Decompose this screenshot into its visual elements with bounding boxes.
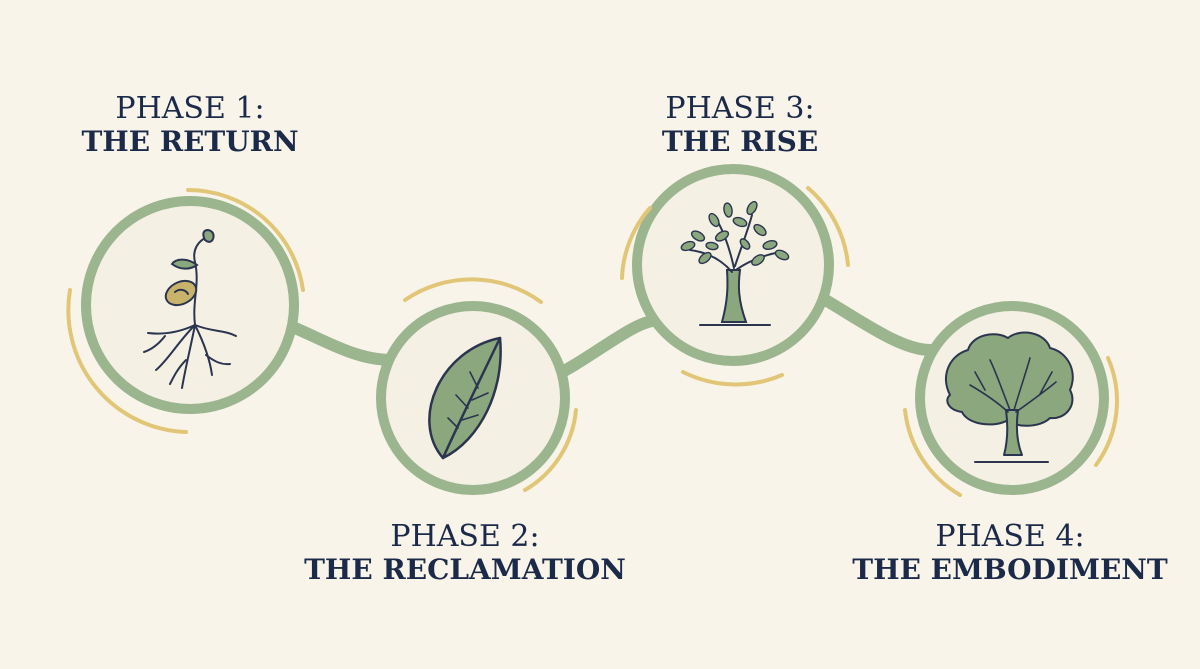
phase-4-label: PHASE 4: THE EMBODIMENT <box>830 520 1190 585</box>
phase-2-accent-arc <box>403 277 543 304</box>
phase-2-accent-arc-2 <box>523 408 578 492</box>
mature-tree-icon <box>945 331 1074 463</box>
phase-1-accent-arc-2 <box>66 288 188 434</box>
phase-1-node <box>66 187 305 434</box>
leaf-icon <box>428 336 502 460</box>
phase-3-node <box>620 164 850 387</box>
phase-3-number: PHASE 3: <box>665 91 815 126</box>
phase-3-accent-arc-3 <box>681 370 784 387</box>
phase-1-number: PHASE 1: <box>115 91 265 126</box>
phase-2-number: PHASE 2: <box>390 519 540 554</box>
phase-2-title: THE RECLAMATION <box>304 552 626 586</box>
phase-1-title: THE RETURN <box>81 124 299 158</box>
phase-3-accent-arc <box>806 186 850 267</box>
phase-2-node <box>376 277 578 495</box>
connector-path <box>184 258 1018 405</box>
phase-3-accent-arc-2 <box>620 206 652 280</box>
phase-4-accent-arc <box>1094 356 1119 467</box>
phase-4-accent-arc-2 <box>903 408 962 497</box>
phase-4-number: PHASE 4: <box>935 519 1085 554</box>
phase-4-node <box>903 301 1119 497</box>
phase-3-label: PHASE 3: THE RISE <box>590 92 890 157</box>
phase-1-label: PHASE 1: THE RETURN <box>40 92 340 157</box>
sprouting-seed-icon <box>143 229 237 389</box>
phase-4-title: THE EMBODIMENT <box>852 552 1168 586</box>
phase-1-accent-arc <box>186 187 305 292</box>
phase-2-label: PHASE 2: THE RECLAMATION <box>265 520 665 585</box>
phase-3-title: THE RISE <box>661 124 819 158</box>
young-tree-icon <box>680 200 790 326</box>
